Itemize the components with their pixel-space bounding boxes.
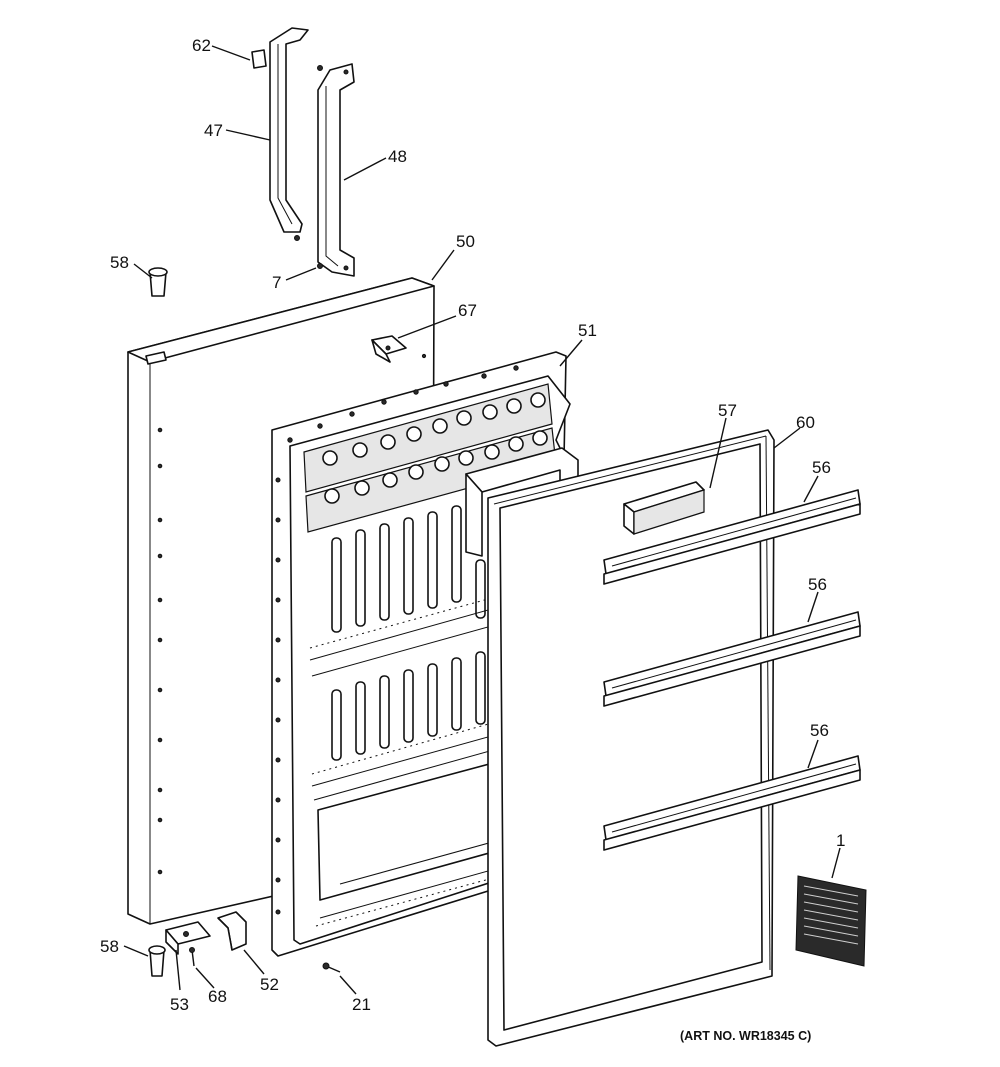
label-57: 57: [718, 401, 737, 420]
part-53-hinge-bracket: [165, 921, 211, 955]
part-60-door-gasket: [487, 429, 775, 1047]
label-48: 48: [388, 147, 407, 166]
label-56-middle: 56: [808, 575, 827, 594]
label-53: 53: [170, 995, 189, 1014]
label-56-top: 56: [812, 458, 831, 477]
label-52: 52: [260, 975, 279, 994]
part-1-instruction-label: [795, 875, 867, 967]
label-50: 50: [456, 232, 475, 251]
part-21-screw: [322, 962, 341, 973]
screw-icon: [294, 235, 300, 241]
label-21: 21: [352, 995, 371, 1014]
label-58-top: 58: [110, 253, 129, 272]
part-57-shelf-retainer: [623, 481, 705, 535]
part-48-handle: [317, 63, 355, 277]
part-62-handle-cap: [251, 49, 267, 69]
leader-lines: [123, 45, 841, 995]
part-56-rail-middle: [603, 611, 861, 707]
part-52-hinge-cover: [217, 911, 247, 951]
label-62: 62: [192, 36, 211, 55]
label-51: 51: [578, 321, 597, 340]
label-60: 60: [796, 413, 815, 432]
label-47: 47: [204, 121, 223, 140]
label-56-bottom: 56: [810, 721, 829, 740]
part-47-handle: [269, 27, 309, 241]
part-56-rail-bottom: [603, 755, 861, 851]
part-56-rail-top: [603, 489, 861, 585]
label-58-bottom: 58: [100, 937, 119, 956]
part-58-plug-bottom: [148, 945, 166, 977]
part-67-bracket: [371, 335, 407, 363]
label-1: 1: [836, 831, 845, 850]
art-number: (ART NO. WR18345 C): [680, 1029, 811, 1043]
label-68: 68: [208, 987, 227, 1006]
part-58-plug-top: [148, 267, 168, 297]
label-67: 67: [458, 301, 477, 320]
part-68-screw: [189, 947, 195, 967]
label-7: 7: [272, 273, 281, 292]
screw-icon: [317, 263, 323, 269]
screw-icon: [317, 65, 323, 71]
